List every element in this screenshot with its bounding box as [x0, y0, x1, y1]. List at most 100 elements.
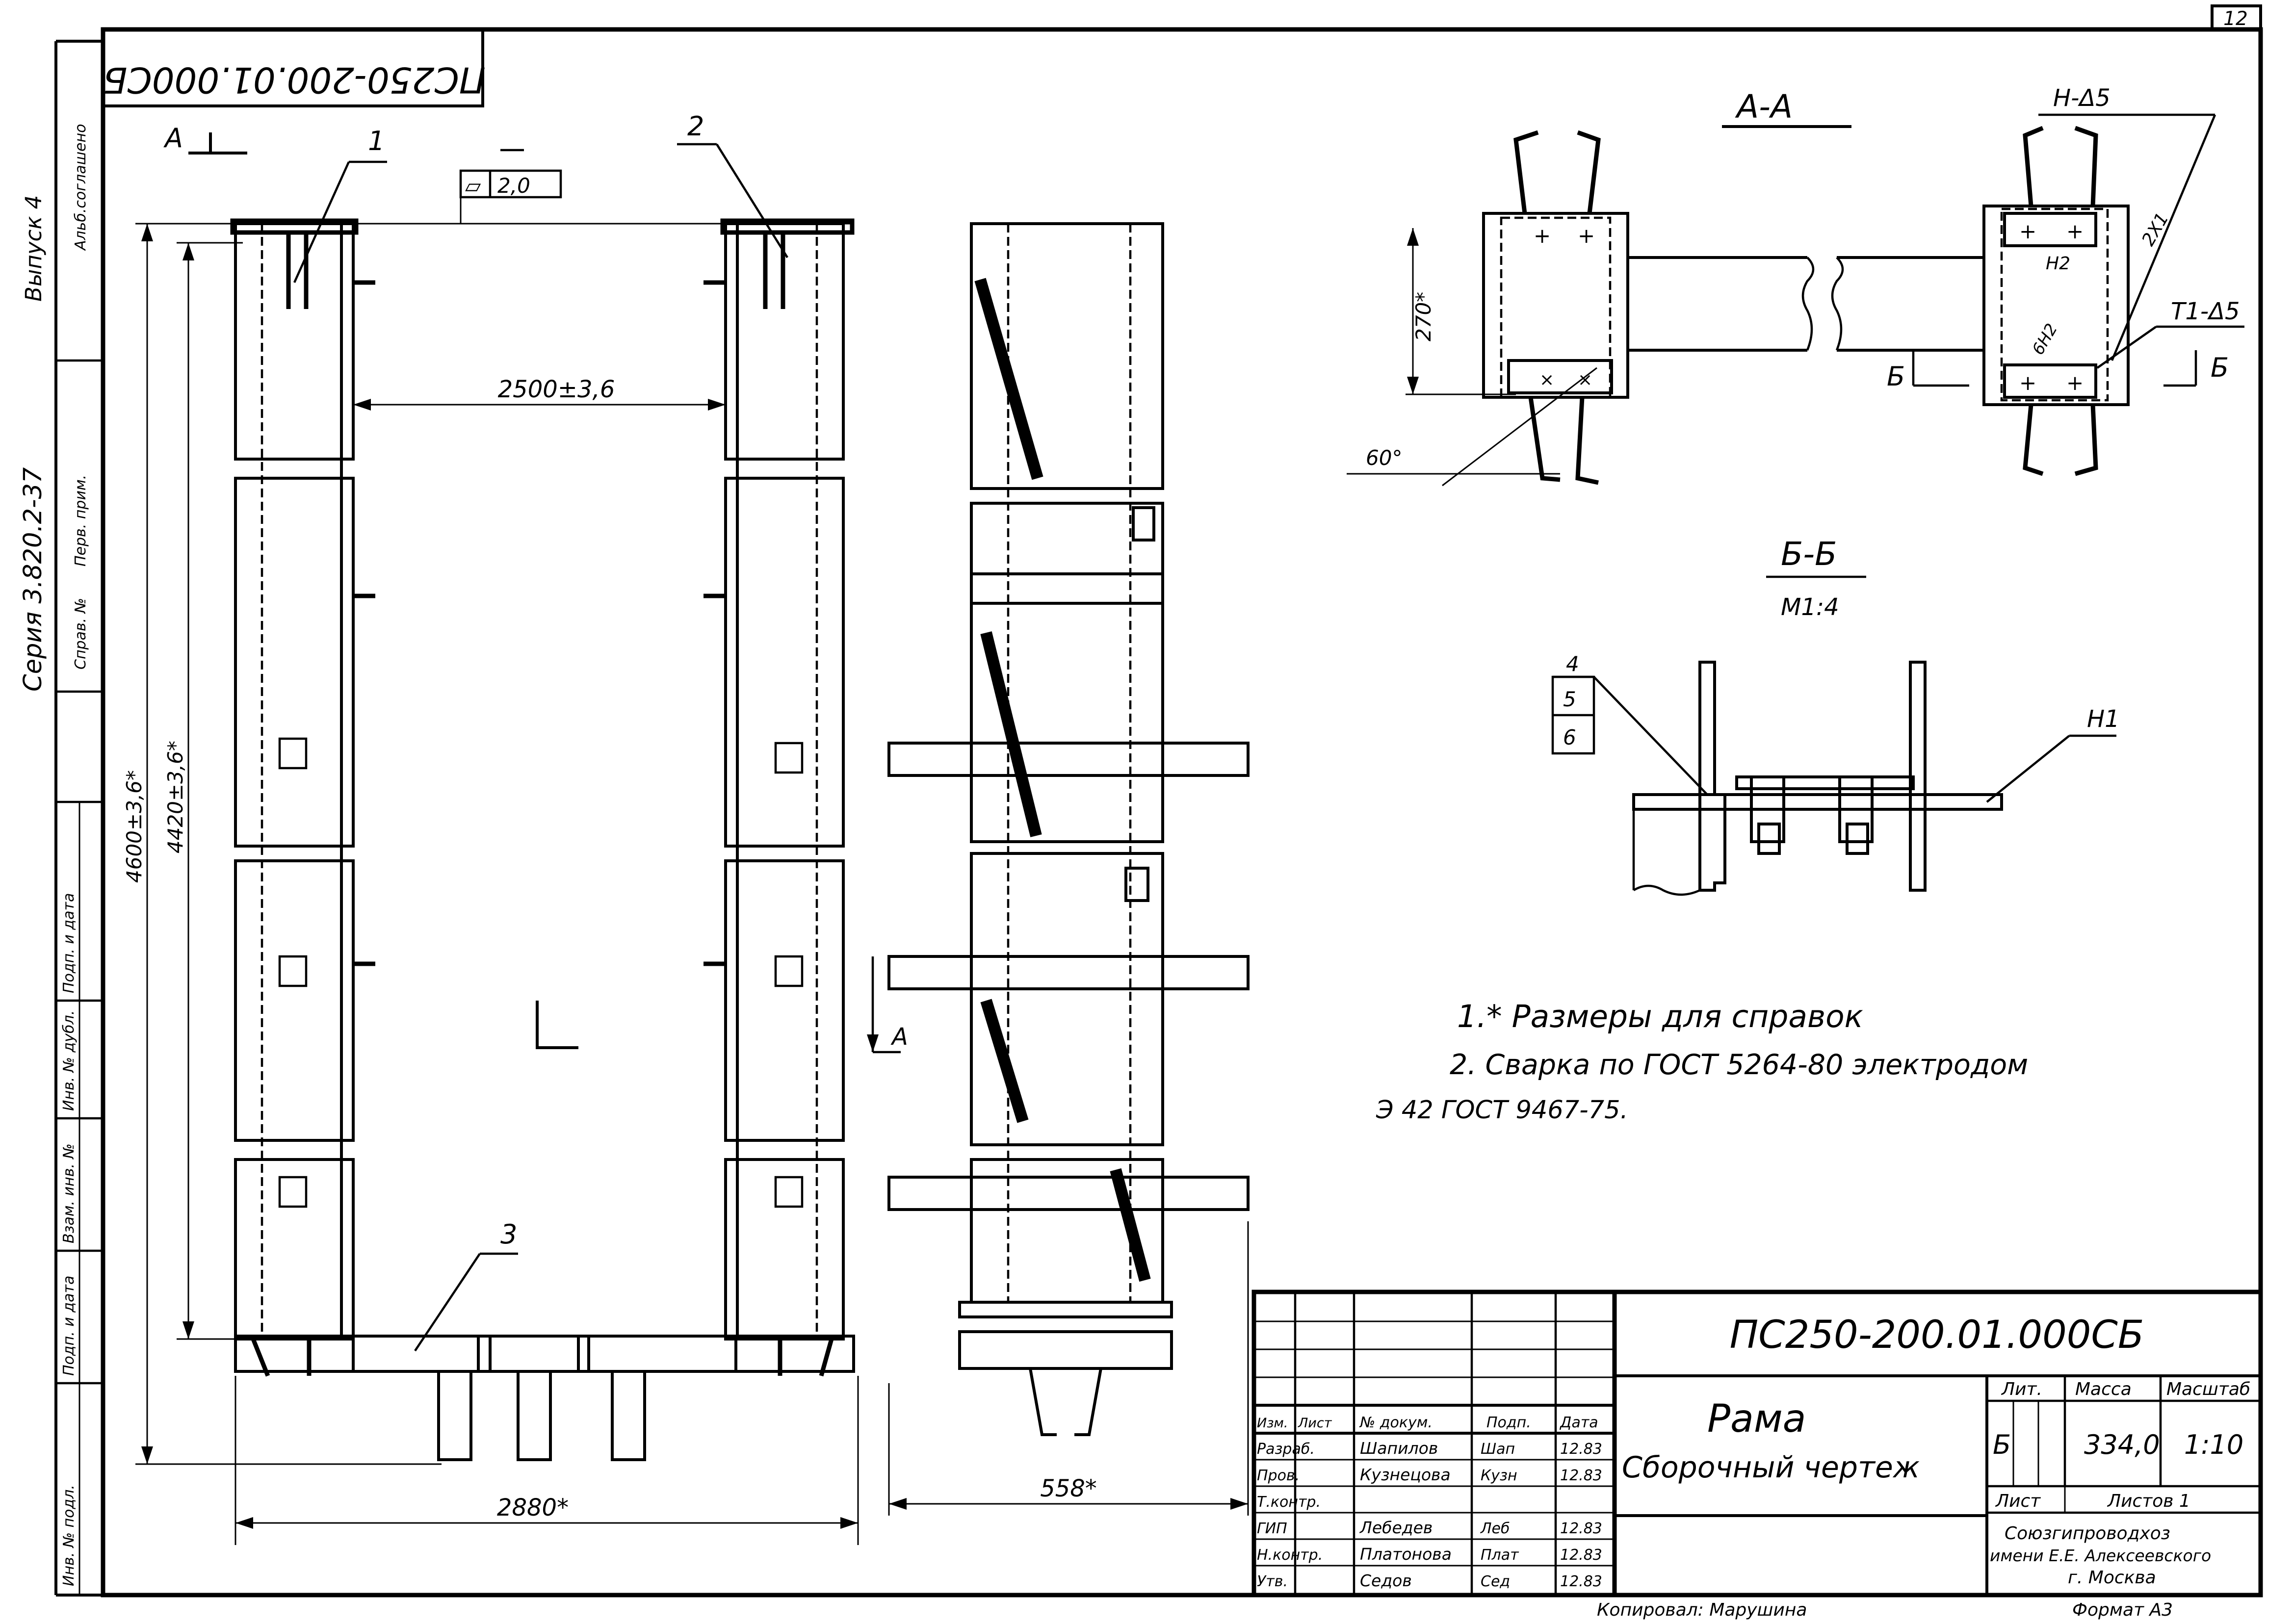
roles-role: Пров. [1257, 1467, 1300, 1484]
roles-role: ГИП [1257, 1520, 1287, 1537]
orig-inv-label: Инв. № подл. [60, 1485, 78, 1586]
hdr-sign: Подп. [1486, 1414, 1531, 1431]
top-stamp-box [102, 28, 484, 107]
series-label: Серия 3.820.2-37 [19, 467, 48, 692]
roles-date: 12.83 [1560, 1441, 1602, 1458]
callout-3: 3 [500, 1219, 517, 1250]
approval-sign: Альб.соглашено [72, 124, 89, 251]
roles-date: 12.83 [1560, 1520, 1602, 1537]
sign-date-label: Подп. и дата [60, 893, 78, 993]
sheet-format: Формат А3 [2072, 1600, 2173, 1620]
section-mark-a-top: А [163, 123, 183, 154]
issue-label: Выпуск 4 [21, 195, 47, 302]
section-aa-title: А-А [1735, 88, 1793, 126]
roles-date: 12.83 [1560, 1467, 1602, 1484]
sheet-number-box [2211, 4, 2262, 31]
roles-role: Утв. [1257, 1573, 1288, 1590]
replace-inv-label: Взам. инв. № [60, 1143, 78, 1243]
roles-sign: Сед [1481, 1573, 1510, 1590]
note-2: 2. Сварка по ГОСТ 5264-80 электродом [1450, 1049, 2028, 1081]
section-b-b: Б-Б М1:4 4 5 6 Н1 [1551, 535, 2120, 896]
weld-right: Т1-Δ5 [2171, 298, 2240, 325]
dim-side-width: 558* [1040, 1475, 1097, 1502]
drawing-name: Рама [1707, 1397, 1806, 1441]
flatness-symbol: ▱ [465, 174, 481, 198]
svg-text:+: + [2066, 219, 2084, 243]
flatness-value: 2,0 [497, 174, 530, 198]
scale-value: 1:10 [2184, 1429, 2243, 1460]
svg-text:+: + [2019, 219, 2036, 243]
sheets-label: Листов 1 [2107, 1491, 2190, 1511]
primary-use-label: Перв. прим. [72, 475, 89, 567]
roles-role: Разраб. [1257, 1441, 1315, 1458]
doc-code: ПС250-200.01.000СБ [1730, 1313, 2144, 1357]
dup-inv-label: Инв. № дубл. [60, 1010, 78, 1111]
weld-top: Н-Δ5 [2053, 84, 2111, 112]
sign-date-label-2: Подп. и дата [60, 1276, 78, 1376]
roles-name: Лебедев [1359, 1518, 1433, 1537]
roles-date: 12.83 [1560, 1573, 1602, 1590]
copied-by: Копировал: Марушина [1597, 1600, 1807, 1620]
hdr-docno: № докум. [1359, 1414, 1433, 1431]
svg-text:×: × [1539, 370, 1554, 390]
org-line-1: Союзгипроводхоз [2005, 1523, 2170, 1544]
dim-inner-width: 2500±3,6 [498, 376, 615, 403]
roles-sign: Леб [1480, 1520, 1510, 1537]
sheet-label: Лист [1995, 1491, 2041, 1511]
notes: 1.* Размеры для справок 2. Сварка по ГОС… [1376, 999, 2028, 1125]
scale-label: Масштаб [2166, 1379, 2250, 1399]
hdr-list: Лист [1298, 1416, 1332, 1431]
outer-frame [101, 27, 2263, 1598]
roles-name: Седов [1360, 1571, 1412, 1590]
note-3: Э 42 ГОСТ 9467-75. [1376, 1096, 1628, 1125]
roles-role: Н.контр. [1257, 1547, 1323, 1564]
roles-sign: Плат [1481, 1547, 1519, 1564]
pos-5: 5 [1563, 687, 1576, 711]
section-arrow-a: А [890, 1023, 908, 1051]
lit-value: Б [1993, 1429, 2011, 1460]
svg-text:+: + [1534, 224, 1551, 248]
roles-sign: Кузн [1481, 1467, 1517, 1484]
roles-role: Т.контр. [1257, 1494, 1321, 1511]
side-strip: Серия 3.820.2-37 Выпуск 4 Альб.соглашено… [19, 40, 103, 1597]
note-1: 1.* Размеры для справок [1457, 999, 1863, 1034]
org-line-3: г. Москва [2068, 1568, 2156, 1588]
dim-overall-height: 4600±3,6* [122, 770, 146, 883]
dim-inner-height: 4420±3,6* [163, 741, 187, 853]
org-line-2: имени Е.Е. Алексеевского [1990, 1546, 2211, 1565]
roles-name: Шапилов [1360, 1439, 1438, 1458]
side-view: 558* [887, 222, 1250, 1516]
doc-type: Сборочный чертеж [1622, 1450, 1920, 1485]
pos-4: 4 [1566, 652, 1579, 676]
angle-60: 60° [1366, 446, 1402, 470]
top-stamp-code: ПС250-200.01.000СБ [103, 59, 486, 101]
section-b-left: Б [1887, 361, 1905, 392]
roles-date: 12.83 [1560, 1547, 1602, 1564]
svg-text:+: + [2066, 371, 2084, 395]
reference-no-label: Справ. № [72, 598, 89, 670]
hdr-date: Дата [1559, 1414, 1598, 1431]
dim-270: 270* [1411, 292, 1435, 341]
callout-1: 1 [368, 126, 385, 156]
mark-n1: Н1 [2087, 705, 2120, 733]
sheet-number: 12 [2223, 8, 2248, 30]
plan-view: А ▱ 2,0 [122, 111, 908, 1545]
section-bb-title: Б-Б [1781, 535, 1837, 573]
svg-text:+: + [1578, 224, 1595, 248]
title-block: Изм. Лист № докум. Подп. Дата Разраб.Шап… [1251, 1289, 2263, 1620]
callout-2: 2 [687, 111, 704, 142]
mass-label: Масса [2075, 1379, 2132, 1399]
dim-overall-width: 2880* [497, 1494, 569, 1521]
roles-name: Кузнецова [1360, 1465, 1451, 1484]
mark-6n2: 6Н2 [2028, 320, 2061, 358]
mass-value: 334,0 [2084, 1429, 2160, 1460]
roles-name: Платонова [1360, 1545, 1452, 1564]
lit-label: Лит. [2001, 1379, 2042, 1399]
section-a-a: А-А + + × × + + + + [1347, 84, 2244, 487]
section-bb-scale: М1:4 [1781, 593, 1839, 621]
section-b-right: Б [2211, 352, 2229, 383]
flatness-frame [459, 169, 562, 199]
